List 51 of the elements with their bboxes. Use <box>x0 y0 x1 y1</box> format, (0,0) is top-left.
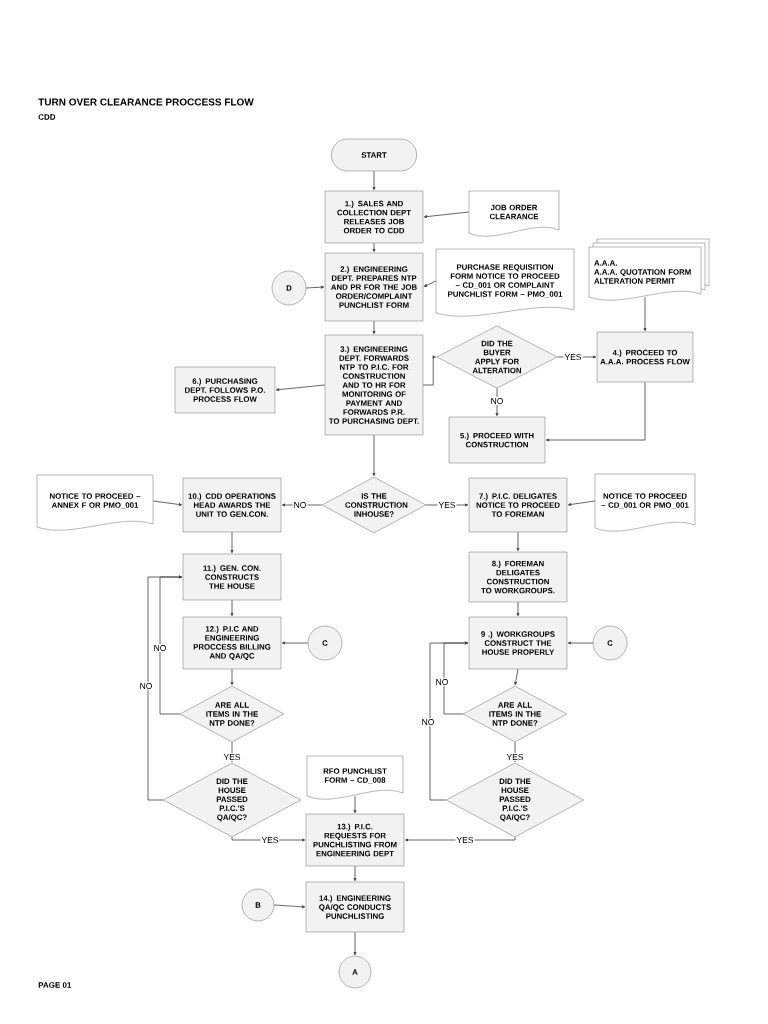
arrow <box>353 931 357 956</box>
arrow <box>353 865 357 882</box>
arrow <box>273 904 306 909</box>
arrow <box>147 575 183 801</box>
arrow <box>159 575 183 715</box>
edge-label: YES <box>437 501 457 509</box>
page-number: PAGE 01 <box>38 982 72 988</box>
edge-label: NO <box>152 644 168 652</box>
arrow <box>423 280 437 287</box>
arrow <box>152 500 183 506</box>
arrow <box>516 531 520 552</box>
arrow <box>372 434 376 477</box>
arrow <box>230 599 234 617</box>
arrow <box>372 320 376 335</box>
arrow <box>422 355 436 386</box>
arrow <box>425 503 469 507</box>
edge-label: NO <box>489 397 505 405</box>
arrow <box>545 381 646 442</box>
edge-label: NO <box>138 682 154 690</box>
subtitle: CDD <box>38 114 56 120</box>
arrow <box>513 741 517 763</box>
arrow <box>514 668 519 686</box>
edge-label: NO <box>420 718 436 726</box>
arrow <box>423 211 470 219</box>
arrow <box>281 503 323 507</box>
arrow <box>231 836 306 842</box>
edge-label: YES <box>260 836 280 844</box>
arrow <box>372 170 376 191</box>
title: TURN OVER CLEARANCE PROCCESS FLOW <box>38 98 254 106</box>
arrow <box>557 355 597 359</box>
edge-label: YES <box>455 836 475 844</box>
arrow <box>516 601 520 617</box>
arrow <box>353 795 357 814</box>
edge-label: YES <box>505 753 525 761</box>
arrow <box>567 500 596 506</box>
arrow <box>230 668 234 686</box>
arrow <box>372 242 376 253</box>
arrow <box>404 836 516 842</box>
arrow <box>275 384 326 392</box>
edge-label: NO <box>434 678 450 686</box>
edge-label: YES <box>563 353 583 361</box>
arrow <box>495 388 499 417</box>
edge-label: NO <box>292 501 308 509</box>
arrow <box>305 285 325 289</box>
arrow <box>429 641 469 801</box>
arrow <box>230 531 234 554</box>
arrow <box>567 641 594 645</box>
arrow <box>230 741 234 763</box>
edge-label: YES <box>222 753 242 761</box>
arrow <box>281 641 309 645</box>
arrow <box>643 296 647 332</box>
